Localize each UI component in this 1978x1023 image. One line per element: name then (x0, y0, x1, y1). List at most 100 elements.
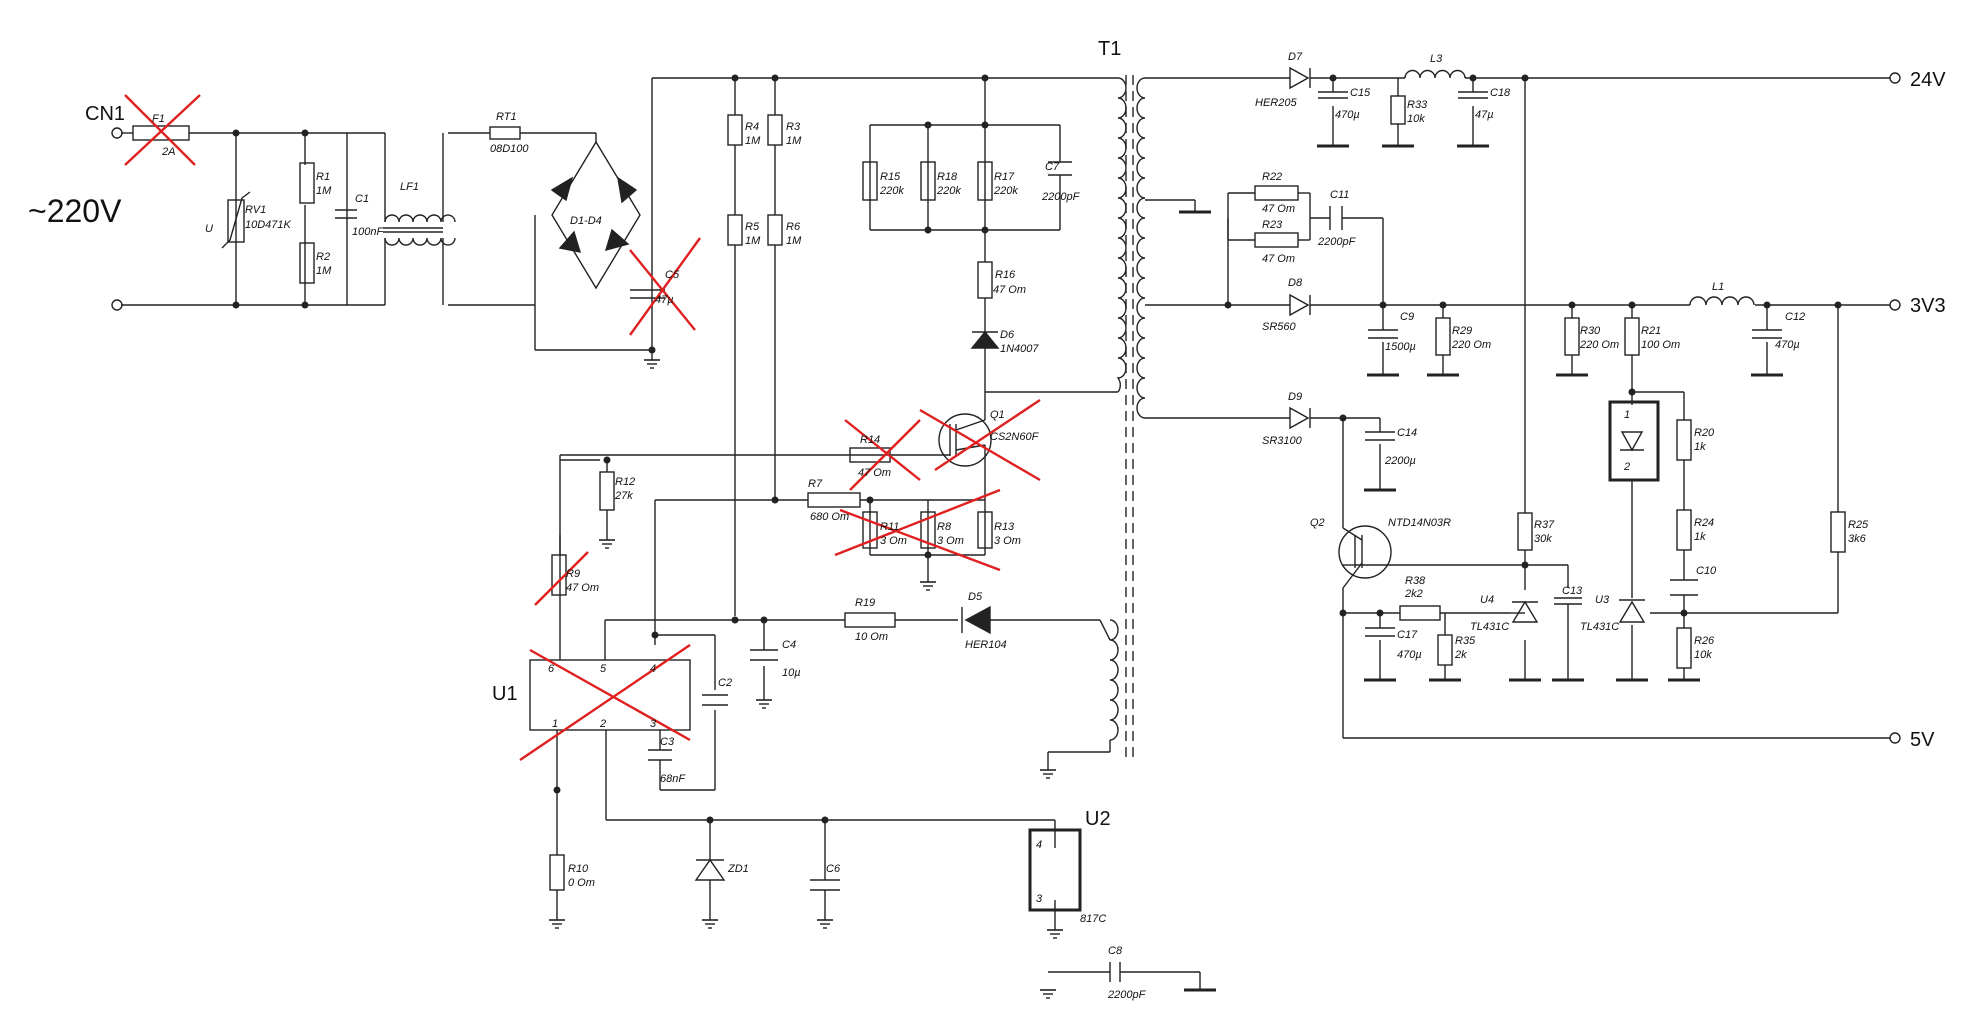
label-l1: L1 (1712, 281, 1724, 293)
label-r12-value: 27k (614, 490, 633, 502)
strike-marks (124, 94, 1041, 761)
label-r6-value: 1M (786, 235, 802, 247)
label-d9: D9 (1288, 391, 1302, 403)
label-q1-value: CS2N60F (990, 431, 1040, 443)
label-r5-value: 1M (745, 235, 761, 247)
wiring (121, 77, 1890, 990)
label-c4-value: 10µ (782, 667, 801, 679)
label-t1: T1 (1098, 38, 1121, 60)
label-c18: C18 (1490, 87, 1511, 99)
label-rv1: RV1 (245, 204, 266, 216)
components (111, 66, 1901, 982)
label-r16: R16 (995, 269, 1016, 281)
label-r37: R37 (1534, 519, 1555, 531)
label-r24: R24 (1694, 517, 1714, 529)
label-r14: R14 (860, 434, 880, 446)
label-r35: R35 (1455, 635, 1476, 647)
label-r26-value: 10k (1694, 649, 1712, 661)
label-c14: C14 (1397, 427, 1417, 439)
label-r6: R6 (786, 221, 801, 233)
label-c1-value: 100nF (352, 226, 384, 238)
label-c12-value: 470µ (1775, 339, 1800, 351)
label-r1-value: 1M (316, 185, 332, 197)
label-c15-value: 470µ (1335, 109, 1360, 121)
label-r13-value: 3 Om (994, 535, 1021, 547)
label-r12: R12 (615, 476, 635, 488)
label-r7-value: 680 Om (810, 511, 849, 523)
label-r29: R29 (1452, 325, 1472, 337)
label-r30: R30 (1580, 325, 1601, 337)
label-r7: R7 (808, 478, 823, 490)
label-r25-value: 3k6 (1848, 533, 1867, 545)
label-q2-value: NTD14N03R (1388, 517, 1451, 529)
label-r10-value: 0 Om (568, 877, 595, 889)
label-r9: R9 (566, 568, 580, 580)
label-c9-value: 1500µ (1385, 341, 1416, 353)
label-u4: U4 (1480, 594, 1494, 606)
label-r4: R4 (745, 121, 759, 133)
label-q1: Q1 (990, 409, 1005, 421)
label-r15-value: 220k (879, 185, 904, 197)
label-r16-value: 47 Om (993, 284, 1026, 296)
label-rv1-value: 10D471K (245, 219, 292, 231)
label-r23-value: 47 Om (1262, 253, 1295, 265)
label-c17: C17 (1397, 629, 1418, 641)
label-r22-value: 47 Om (1262, 203, 1295, 215)
label-d9-value: SR3100 (1262, 435, 1303, 447)
label-u3: U3 (1595, 594, 1610, 606)
label-c11: C11 (1330, 189, 1349, 201)
label-c7: C7 (1045, 161, 1060, 173)
label-c9: C9 (1400, 311, 1414, 323)
label-out-3v3: 3V3 (1910, 295, 1946, 317)
label-c7-value: 2200pF (1041, 191, 1081, 203)
label-c18-value: 47µ (1475, 109, 1494, 121)
junctions (232, 74, 1842, 824)
label-r3: R3 (786, 121, 801, 133)
label-d6: D6 (1000, 329, 1015, 341)
label-out-24v: 24V (1910, 69, 1946, 91)
label-mains: ~220V (28, 193, 122, 229)
label-r1: R1 (316, 171, 330, 183)
label-d5: D5 (968, 591, 983, 603)
label-r33: R33 (1407, 99, 1428, 111)
label-c15: C15 (1350, 87, 1371, 99)
label-r25: R25 (1848, 519, 1869, 531)
label-c12: C12 (1785, 311, 1805, 323)
label-r2: R2 (316, 251, 330, 263)
label-c2: C2 (718, 677, 732, 689)
label-u4-value: TL431C (1470, 621, 1509, 633)
label-c17-value: 470µ (1397, 649, 1422, 661)
label-r21: R21 (1641, 325, 1661, 337)
label-r20: R20 (1694, 427, 1715, 439)
label-d8: D8 (1288, 277, 1303, 289)
label-r24-value: 1k (1694, 531, 1706, 543)
label-r21-value: 100 Om (1641, 339, 1680, 351)
label-c11-value: 2200pF (1317, 236, 1357, 248)
label-u2-pin4: 4 (1036, 839, 1042, 851)
label-r18-value: 220k (936, 185, 961, 197)
label-opto-pin2: 2 (1623, 461, 1630, 473)
label-u1-pin2: 2 (599, 718, 606, 730)
label-d5-value: HER104 (965, 639, 1007, 651)
label-r5: R5 (745, 221, 760, 233)
label-r8: R8 (937, 521, 952, 533)
label-u1-pin1: 1 (552, 718, 558, 730)
label-r19-value: 10 Om (855, 631, 888, 643)
label-u1: U1 (492, 683, 518, 705)
label-r9-value: 47 Om (566, 582, 599, 594)
label-r15: R15 (880, 171, 901, 183)
label-rt1: RT1 (496, 111, 517, 123)
label-lf1: LF1 (400, 181, 419, 193)
label-d8-value: SR560 (1262, 321, 1297, 333)
label-r13: R13 (994, 521, 1015, 533)
label-u1-pin3: 3 (650, 718, 657, 730)
label-c5: C5 (665, 269, 680, 281)
label-out-5v: 5V (1910, 729, 1935, 751)
label-r23: R23 (1262, 219, 1283, 231)
label-r10: R10 (568, 863, 589, 875)
label-f1: F1 (152, 113, 165, 125)
label-c8-value: 2200pF (1107, 989, 1147, 1001)
label-c6: C6 (826, 863, 841, 875)
label-r29-value: 220 Om (1451, 339, 1491, 351)
label-r2-value: 1M (316, 265, 332, 277)
